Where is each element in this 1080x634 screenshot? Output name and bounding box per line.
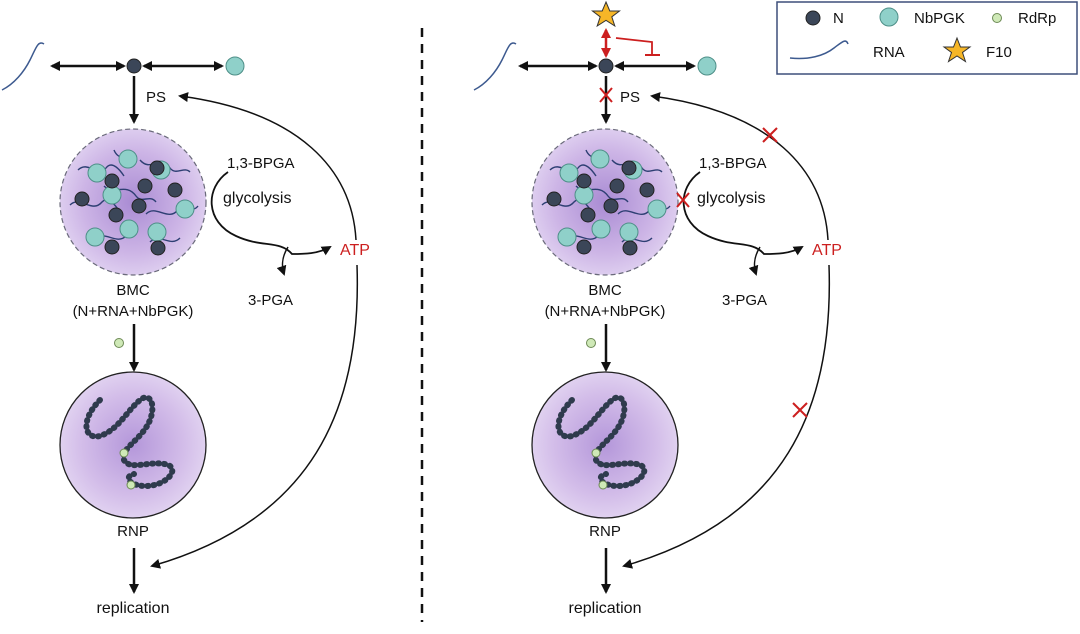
f10-star-icon — [591, 0, 621, 28]
rnp-beaded-chain — [555, 394, 648, 490]
block-x-icon — [599, 87, 613, 103]
replication-label: replication — [569, 600, 642, 617]
rdrp-dot — [586, 338, 596, 348]
bpga-label: 1,3-BPGA — [699, 155, 767, 172]
rnp-label: RNP — [589, 523, 621, 540]
rdrp-bound-dot — [591, 448, 601, 458]
panel-left: PS BMC (N+RNA+NbPGK) 1 — [1, 42, 370, 617]
block-x-icon — [676, 192, 690, 208]
rdrp-bound-dot — [119, 448, 129, 458]
glycolysis-arrow — [210, 171, 332, 256]
star-icon — [942, 36, 972, 63]
rna-strand-icon — [473, 42, 517, 91]
atp-to-rnp-arrow — [150, 264, 359, 569]
atp-label: ATP — [812, 242, 842, 259]
legend-label-rdrp: RdRp — [1018, 10, 1056, 27]
legend-label-f10: F10 — [986, 44, 1012, 61]
replication-label: replication — [97, 600, 170, 617]
n-protein-dot — [598, 58, 614, 74]
ps-label: PS — [146, 89, 166, 106]
ps-label: PS — [620, 89, 640, 106]
f10-inhibition-line — [615, 37, 653, 54]
rnp-beaded-chain — [83, 394, 176, 490]
rdrp-dot — [114, 338, 124, 348]
bmc-n-dots — [74, 160, 183, 256]
atp-to-ps-arrow — [650, 92, 829, 241]
rna-line-icon — [789, 40, 849, 60]
glycolysis-arrow — [682, 171, 804, 256]
glycolysis-label: glycolysis — [697, 190, 765, 207]
legend-label-n: N — [833, 10, 844, 27]
bmc-composition-label: (N+RNA+NbPGK) — [545, 303, 666, 320]
pga-branch-arrow — [276, 246, 289, 276]
nbpgk-dot — [697, 56, 717, 76]
bmc-label: BMC — [116, 282, 150, 299]
pga-label: 3-PGA — [248, 292, 293, 309]
legend: N NbPGK RdRp RNA F10 — [776, 1, 1078, 75]
block-x-icon — [762, 127, 778, 143]
rdrp-dot-icon — [992, 13, 1002, 23]
atp-to-ps-arrow — [178, 92, 357, 241]
atp-to-rnp-arrow — [622, 264, 831, 569]
n-protein-dot — [126, 58, 142, 74]
rnp-label: RNP — [117, 523, 149, 540]
bmc-n-dots — [546, 160, 655, 256]
panel-right: PS BMC (N+RNA+NbPGK) 1 — [473, 0, 842, 617]
rdrp-bound-dot — [598, 480, 608, 490]
atp-label: ATP — [340, 242, 370, 259]
nbpgk-dot-icon — [879, 7, 899, 27]
glycolysis-label: glycolysis — [223, 190, 291, 207]
bmc-label: BMC — [588, 282, 622, 299]
pga-label: 3-PGA — [722, 292, 767, 309]
nbpgk-dot — [225, 56, 245, 76]
bmc-composition-label: (N+RNA+NbPGK) — [73, 303, 194, 320]
rna-strand-icon — [1, 42, 45, 91]
legend-label-nbpgk: NbPGK — [914, 10, 965, 27]
bpga-label: 1,3-BPGA — [227, 155, 295, 172]
n-dot-icon — [805, 10, 821, 26]
rdrp-bound-dot — [126, 480, 136, 490]
legend-label-rna: RNA — [873, 44, 905, 61]
legend-box — [776, 1, 1078, 75]
block-x-icon — [792, 402, 808, 418]
pga-branch-arrow — [748, 246, 761, 276]
